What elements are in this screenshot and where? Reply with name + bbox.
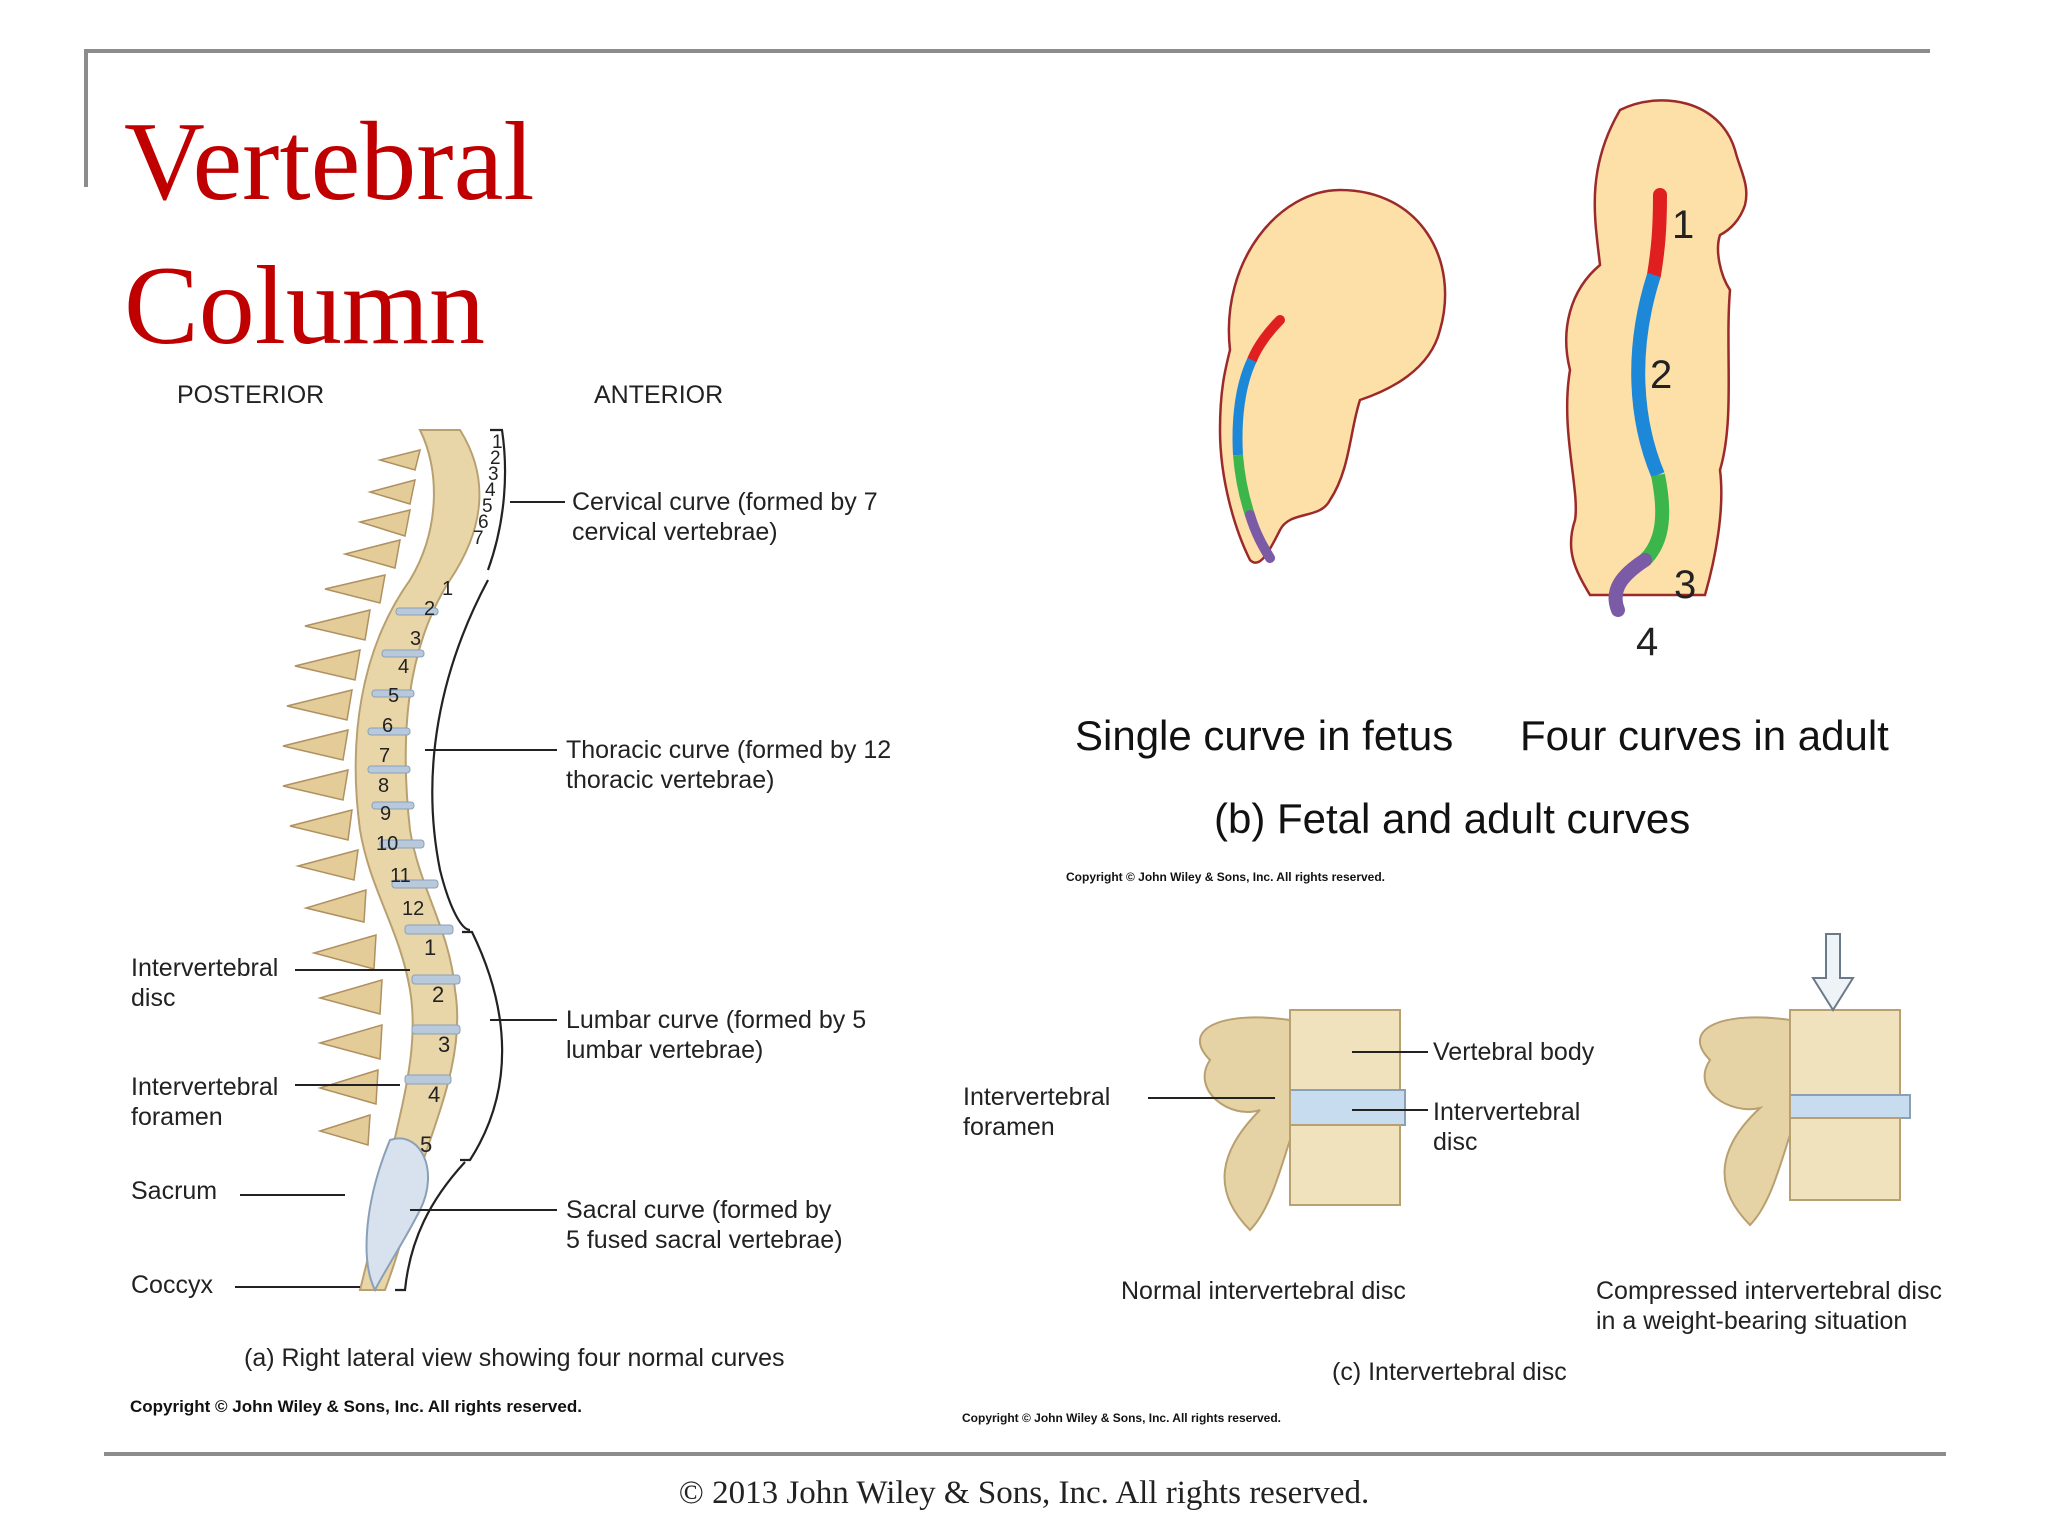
curve-number-2: 2 [1650, 353, 1672, 397]
thoracic-number-7: 7 [379, 745, 390, 767]
cervical-number-5: 5 [482, 496, 493, 517]
lumbar-curve-label: Lumbar curve (formed by 5 lumbar vertebr… [566, 1006, 867, 1064]
lumbar-number-1: 1 [424, 935, 436, 960]
adult-label: Four curves in adult [1520, 712, 1889, 759]
cervical-number-1: 1 [492, 432, 503, 453]
thoracic-numbers: 1 2 3 4 5 6 7 8 9 10 11 12 [376, 578, 453, 920]
intervertebral-disc-label-c: Intervertebral disc [1433, 1098, 1581, 1156]
thoracic-number-11: 11 [390, 865, 411, 887]
adult-curve-numbers: 1 2 3 4 [1636, 203, 1696, 664]
thoracic-number-12: 12 [402, 898, 424, 920]
compressed-vertebra-pair [1698, 1009, 1911, 1227]
thoracic-number-10: 10 [376, 833, 398, 855]
spinous-processes [282, 448, 422, 1146]
thoracic-number-5: 5 [388, 685, 399, 707]
panel-b-caption: (b) Fetal and adult curves [1214, 795, 1691, 842]
thoracic-number-4: 4 [398, 656, 409, 678]
spine-diagram: 1 2 3 4 5 6 7 1 2 3 4 5 6 7 8 9 10 11 12… [235, 428, 565, 1293]
panel-a-copyright: Copyright © John Wiley & Sons, Inc. All … [130, 1397, 582, 1416]
normal-vertebra-pair [1198, 1009, 1406, 1232]
lumbar-numbers: 1 2 3 4 5 [420, 935, 450, 1157]
fetus-curve-blue [1232, 357, 1257, 456]
panel-c-copyright: Copyright © John Wiley & Sons, Inc. All … [962, 1411, 1282, 1425]
fetus-curve-purple [1245, 510, 1275, 563]
title-line-1: Vertebral [124, 100, 535, 224]
cervical-curve-label: Cervical curve (formed by 7 cervical ver… [572, 488, 878, 546]
adult-silhouette [1565, 99, 1748, 597]
coccyx-label: Coccyx [131, 1271, 213, 1299]
curve-brackets [395, 428, 507, 1292]
panel-a-caption: (a) Right lateral view showing four norm… [244, 1344, 785, 1372]
posterior-label: POSTERIOR [177, 381, 325, 409]
compressed-disc-label: Compressed intervertebral disc in a weig… [1596, 1277, 1942, 1335]
thoracic-curve-label: Thoracic curve (formed by 12 thoracic ve… [566, 736, 892, 794]
panel-b-copyright: Copyright © John Wiley & Sons, Inc. All … [1066, 870, 1386, 884]
sacrum-shape [365, 1137, 429, 1293]
lumbar-number-2: 2 [432, 982, 444, 1007]
cervical-number-4: 4 [485, 480, 496, 501]
leader-lines-a [235, 501, 565, 1288]
adult-curve-red [1647, 188, 1667, 282]
cervical-number-7: 7 [473, 528, 484, 549]
fetus-label: Single curve in fetus [1075, 712, 1454, 759]
intervertebral-foramen-label-c: Intervertebral foramen [963, 1083, 1111, 1141]
fetus-silhouette [1218, 188, 1447, 564]
sacral-curve-label: Sacral curve (formed by 5 fused sacral v… [566, 1196, 843, 1254]
curve-number-1: 1 [1672, 203, 1694, 247]
cervical-number-6: 6 [478, 512, 489, 533]
normal-disc-label: Normal intervertebral disc [1121, 1277, 1406, 1305]
slide-frame-top-rule [84, 49, 1930, 53]
slide-footer-rule [104, 1452, 1946, 1456]
disc-diagram [1148, 933, 1911, 1232]
adult-curve-blue [1631, 272, 1665, 478]
adult-curve-purple [1608, 553, 1652, 617]
intervertebral-discs [367, 607, 461, 1085]
cervical-number-3: 3 [488, 464, 499, 485]
thoracic-number-6: 6 [382, 715, 393, 737]
thoracic-number-3: 3 [410, 628, 421, 650]
lumbar-number-5: 5 [420, 1132, 432, 1157]
sacrum-label: Sacrum [131, 1177, 218, 1205]
weight-arrow-icon [1811, 933, 1855, 1012]
intervertebral-foramen-label-a: Intervertebral foramen [131, 1073, 279, 1131]
thoracic-number-2: 2 [424, 598, 435, 620]
leader-lines-c [1148, 1051, 1428, 1111]
cervical-numbers: 1 2 3 4 5 6 7 [473, 432, 503, 549]
anterior-label: ANTERIOR [594, 381, 724, 409]
thoracic-number-9: 9 [380, 803, 391, 825]
intervertebral-disc-label-a: Intervertebral disc [131, 954, 279, 1012]
thoracic-number-8: 8 [378, 775, 389, 797]
adult-curve-green [1639, 473, 1670, 565]
lumbar-number-4: 4 [428, 1082, 440, 1107]
curves-diagram: 1 2 3 4 [1218, 99, 1748, 664]
thoracic-number-1: 1 [442, 578, 453, 600]
fetus-curve-red [1247, 315, 1285, 365]
slide-footer: © 2013 John Wiley & Sons, Inc. All right… [678, 1475, 1370, 1511]
curve-number-4: 4 [1636, 620, 1658, 664]
slide-frame-left-rule [84, 49, 88, 187]
panel-c-caption: (c) Intervertebral disc [1332, 1358, 1567, 1386]
vertebral-body-label: Vertebral body [1433, 1038, 1595, 1066]
cervical-number-2: 2 [490, 448, 501, 469]
title-line-2: Column [124, 244, 485, 368]
lumbar-number-3: 3 [438, 1032, 450, 1057]
curve-number-3: 3 [1674, 563, 1696, 607]
slide-title: Vertebral Column [124, 90, 534, 378]
